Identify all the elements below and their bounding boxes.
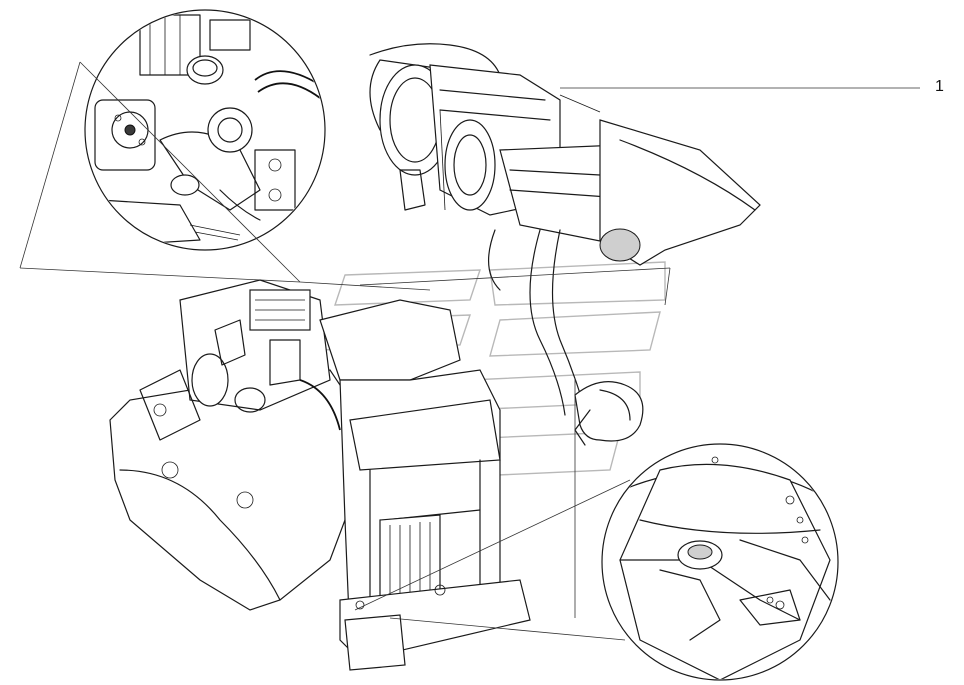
- detail-leaders-bottom: [354, 267, 671, 641]
- intake-hose: [487, 229, 644, 446]
- detail-circle-bottom: [601, 443, 839, 681]
- air-filter-assembly: [369, 43, 761, 266]
- detail-circle-top: [84, 9, 326, 251]
- engine-body: [109, 279, 351, 611]
- cooling-frame: [319, 299, 531, 671]
- callout-label-1: 1: [935, 78, 944, 95]
- detail-leaders-top: [19, 61, 431, 291]
